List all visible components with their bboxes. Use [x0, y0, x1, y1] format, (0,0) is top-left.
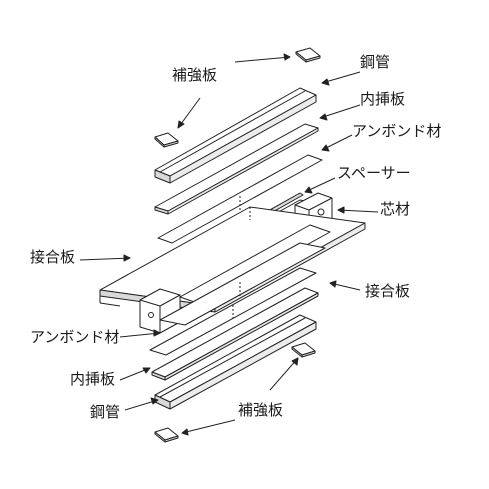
label-inner-plate-bottom: 内挿板 [70, 370, 116, 388]
inner-plate-top [154, 123, 319, 215]
label-splice-plate-right: 接合板 [365, 282, 411, 300]
label-reinforcing-plate-bottom: 補強板 [238, 401, 284, 419]
label-steel-pipe-top: 鋼管 [360, 53, 391, 71]
label-spacer: スペーサー [337, 164, 411, 182]
label-unbond-material-bottom: アンボンド材 [30, 328, 120, 346]
steel-pipe-bottom [154, 314, 317, 410]
label-steel-pipe-bottom: 鋼管 [90, 403, 121, 421]
splice-plate-right-part [159, 242, 326, 326]
label-inner-plate-top: 内挿板 [360, 90, 406, 108]
label-splice-plate-left: 接合板 [30, 248, 76, 266]
inner-plate-bottom [151, 287, 319, 381]
unbond-material-top [157, 154, 323, 244]
reinforcing-plate-bottom-part-2 [154, 427, 179, 443]
label-core-material: 芯材 [380, 200, 411, 218]
reinforcing-plate-bottom-part [291, 342, 316, 358]
unbond-material-bottom [149, 267, 317, 356]
reinforcing-plate-top-part-2 [154, 132, 179, 148]
label-reinforcing-plate-top: 補強板 [172, 66, 218, 84]
reinforcing-plate-top-part [295, 47, 321, 63]
label-unbond-material-top: アンボンド材 [352, 122, 442, 140]
steel-pipe-top [154, 87, 317, 184]
leader-lines [79, 53, 379, 436]
